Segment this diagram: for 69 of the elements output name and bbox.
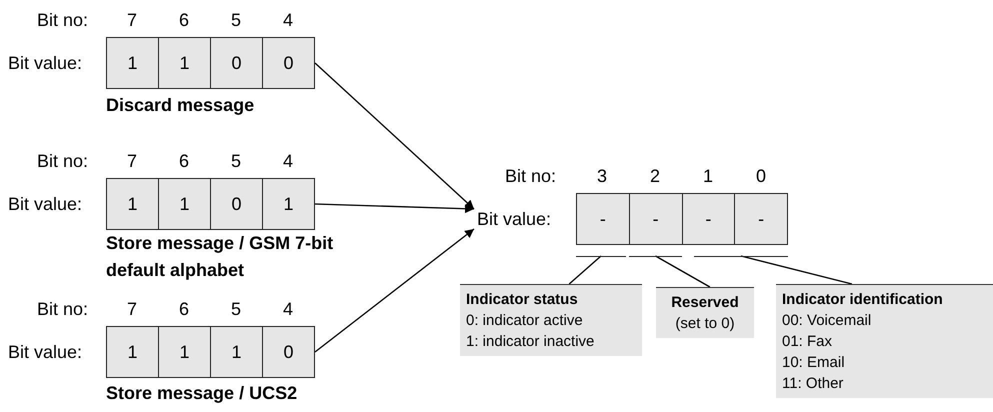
box-heading: Reserved [670, 293, 740, 313]
register-caption: Store message / GSM 7-bit default alphabet [106, 232, 334, 282]
description-text: 00: Voicemail [782, 311, 872, 331]
bit-number: 7 [127, 151, 137, 171]
bit-field: 1 [107, 179, 158, 229]
leader-line [655, 255, 710, 288]
bit-number: 6 [179, 299, 189, 319]
bit-number: 6 [179, 151, 189, 171]
arrow [314, 62, 474, 210]
description-text: 11: Other [782, 374, 844, 394]
bit-field: 0 [210, 38, 262, 88]
description-text: 0: indicator active [466, 311, 584, 331]
bit-number: 1 [703, 166, 713, 186]
bracket-line [576, 256, 626, 259]
bit-field: - [577, 194, 629, 244]
bracket-line [629, 256, 682, 259]
row-label: Bit value: [477, 209, 552, 229]
bit-number: 6 [179, 10, 189, 30]
leader-line [568, 256, 602, 284]
box-heading: Indicator status [466, 290, 579, 310]
description-box [656, 287, 754, 338]
arrow [314, 203, 474, 214]
bit-number: 4 [283, 151, 293, 171]
bit-field: 0 [262, 327, 314, 377]
bit-field: - [734, 194, 787, 244]
row-label: Bit no: [37, 151, 88, 171]
bit-field: 1 [262, 179, 314, 229]
bit-field: 1 [158, 179, 210, 229]
arrow [314, 228, 474, 353]
bit-number: 5 [231, 299, 241, 319]
row-label: Bit no: [505, 166, 556, 186]
register-caption: Discard message [106, 94, 256, 117]
row-label: Bit no: [37, 299, 88, 319]
bit-field: - [628, 194, 682, 244]
row-label: Bit value: [8, 194, 82, 214]
row-label: Bit value: [8, 53, 82, 73]
row-label: Bit no: [37, 10, 88, 30]
bit-register [576, 193, 788, 245]
bit-field: 1 [158, 327, 210, 377]
bit-register [106, 37, 315, 89]
bit-number: 5 [231, 10, 241, 30]
bit-field: 1 [210, 327, 262, 377]
bit-number: 7 [127, 299, 137, 319]
description-box [460, 284, 642, 356]
bit-field: 0 [210, 179, 262, 229]
description-box [776, 284, 993, 398]
description-text: 10: Email [782, 353, 846, 373]
bracket-line [694, 256, 788, 259]
description-text: 1: indicator inactive [466, 332, 596, 352]
register-caption: Store message / UCS2 [106, 382, 298, 405]
bit-field: 0 [262, 38, 314, 88]
bit-number: 4 [283, 299, 293, 319]
description-text: (set to 0) [674, 314, 736, 334]
bit-field: 1 [158, 38, 210, 88]
bit-number: 4 [283, 10, 293, 30]
bit-number: 7 [127, 10, 137, 30]
leader-line [740, 255, 852, 285]
bit-number: 5 [231, 151, 241, 171]
bit-number: 3 [597, 166, 607, 186]
bit-field: 1 [107, 327, 158, 377]
box-heading: Indicator identification [782, 290, 944, 310]
bit-register [106, 178, 315, 230]
bit-register [106, 326, 315, 378]
bit-field: 1 [107, 38, 158, 88]
bit-field: - [682, 194, 734, 244]
bit-number: 0 [756, 166, 766, 186]
bit-number: 2 [650, 166, 660, 186]
description-text: 01: Fax [782, 332, 834, 352]
row-label: Bit value: [8, 342, 82, 362]
